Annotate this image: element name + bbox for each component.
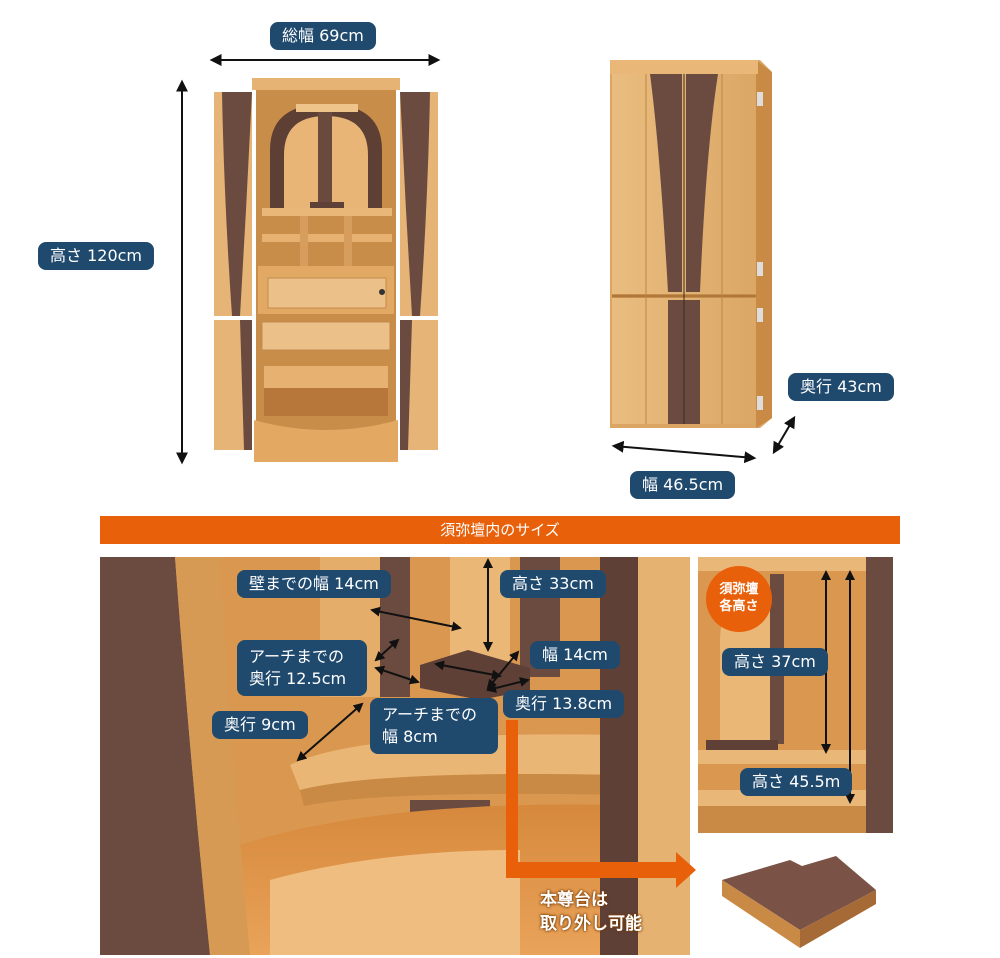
depth-9-label: 奥行 9cm	[212, 711, 308, 739]
section-title-bar: 須弥壇内のサイズ	[100, 516, 900, 544]
interior-width-label: 幅 14cm	[530, 641, 620, 669]
width-to-wall-label: 壁までの幅 14cm	[237, 570, 391, 598]
closed-cabinet-image	[610, 60, 772, 428]
depth-arrow	[772, 415, 796, 455]
width-to-arch-label: アーチまでの 幅 8cm	[370, 698, 498, 754]
depth-to-arch-label: アーチまでの 奥行 12.5cm	[237, 640, 367, 696]
width-arrow-closed	[611, 440, 757, 464]
height-label: 高さ 120cm	[38, 242, 155, 270]
depth-label: 奥行 43cm	[788, 373, 894, 401]
interior-photo	[100, 557, 690, 955]
open-cabinet-image	[214, 78, 438, 462]
total-width-label: 総幅 69cm	[270, 22, 376, 50]
removable-note: 本尊台は 取り外し可能	[540, 890, 642, 934]
height-37-label: 高さ 37cm	[722, 648, 828, 676]
removable-stand-image	[722, 856, 876, 948]
width-label: 幅 46.5cm	[630, 471, 736, 499]
each-height-badge: 須弥壇 各高さ	[706, 566, 772, 632]
height-45-label: 高さ 45.5m	[740, 768, 853, 796]
depth-13-label: 奥行 13.8cm	[503, 690, 625, 718]
interior-height-label: 高さ 33cm	[500, 570, 606, 598]
orange-pointer-arrow	[506, 720, 696, 888]
